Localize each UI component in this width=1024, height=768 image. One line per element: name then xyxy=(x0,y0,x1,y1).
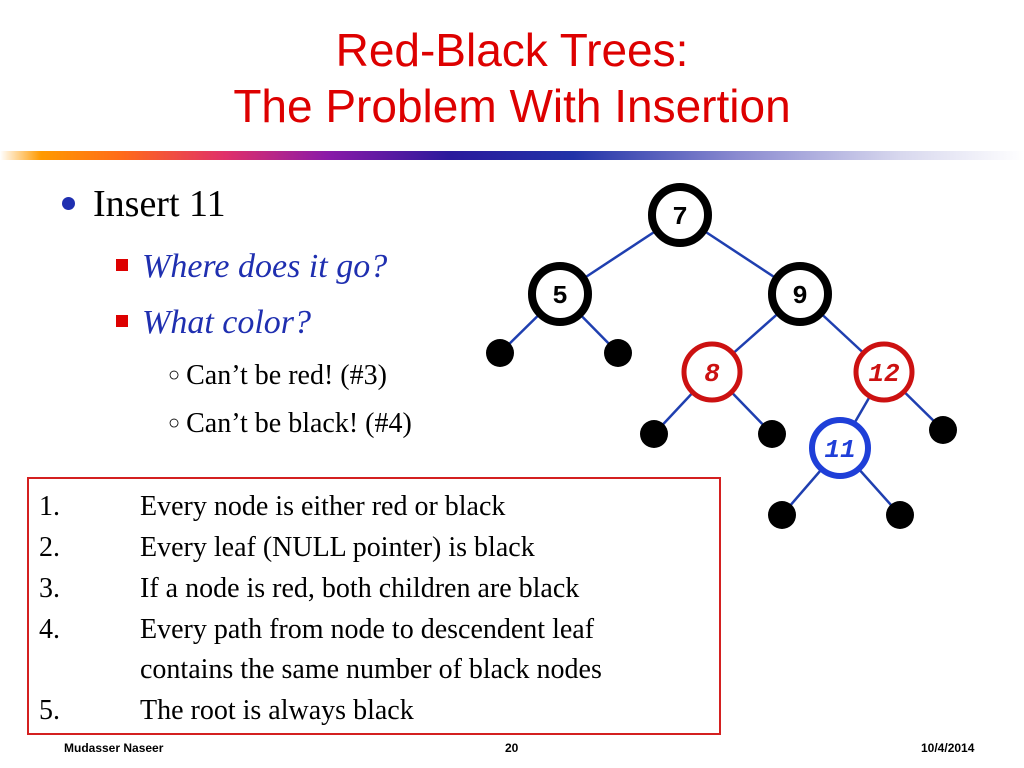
rule-3-number: 3. xyxy=(39,573,60,604)
rule-2-number: 2. xyxy=(39,532,60,563)
bullet-dot-icon xyxy=(62,196,75,210)
square-bullet-icon xyxy=(116,259,128,271)
slide-title: Red-Black Trees: The Problem With Insert… xyxy=(0,22,1024,134)
rule-1-number: 1. xyxy=(39,491,60,522)
rule-4-number: 4. xyxy=(39,614,60,645)
rule-3-text: If a node is red, both children are blac… xyxy=(140,573,580,604)
title-line-1: Red-Black Trees: xyxy=(335,24,689,76)
bullet-insert-text: Insert 11 xyxy=(93,183,226,225)
title-line-2: The Problem With Insertion xyxy=(233,80,791,132)
node-5: 5 xyxy=(528,262,592,326)
footer-date: 10/4/2014 xyxy=(921,741,975,755)
null-leaf xyxy=(886,501,914,529)
rule-5-number: 5. xyxy=(39,695,60,726)
subsubbullet-not-red: ○Can’t be red! (#3) xyxy=(168,360,387,392)
subbullet-where-text: Where does it go? xyxy=(142,248,388,285)
node-7: 7 xyxy=(648,183,712,247)
subbullet-color-text: What color? xyxy=(142,304,312,341)
null-leaf xyxy=(768,501,796,529)
node-11-label: 11 xyxy=(824,435,855,465)
footer-page-number: 20 xyxy=(505,741,519,755)
bullet-insert: Insert 11 xyxy=(62,182,226,226)
null-leaves xyxy=(486,339,957,529)
null-leaf xyxy=(929,416,957,444)
node-5-label: 5 xyxy=(552,281,568,311)
rule-4-text-line-2: contains the same number of black nodes xyxy=(140,654,602,685)
footer-author: Mudasser Naseer xyxy=(64,741,164,755)
node-11: 11 xyxy=(809,417,871,479)
node-7-label: 7 xyxy=(672,202,688,232)
node-12: 12 xyxy=(853,341,915,403)
node-8: 8 xyxy=(681,341,743,403)
red-black-rules-box: 1. Every node is either red or black 2. … xyxy=(27,477,721,735)
rule-4-text: Every path from node to descendent leaf xyxy=(140,614,595,645)
node-8-label: 8 xyxy=(704,359,720,389)
subbullet-color: What color? xyxy=(116,304,311,342)
subsubbullet-not-red-text: Can’t be red! (#3) xyxy=(186,360,387,391)
null-leaf xyxy=(640,420,668,448)
rule-2-text: Every leaf (NULL pointer) is black xyxy=(140,532,535,563)
subbullet-where: Where does it go? xyxy=(116,248,387,286)
node-12-label: 12 xyxy=(868,359,900,389)
rule-1-text: Every node is either red or black xyxy=(140,491,506,522)
node-9-label: 9 xyxy=(792,281,808,311)
title-gradient-rule xyxy=(0,151,1024,160)
square-bullet-icon xyxy=(116,315,128,327)
subsubbullet-not-black: ○Can’t be black! (#4) xyxy=(168,408,412,440)
rule-5-text: The root is always black xyxy=(140,695,414,726)
subsubbullet-not-black-text: Can’t be black! (#4) xyxy=(186,408,412,439)
null-leaf xyxy=(486,339,514,367)
node-9: 9 xyxy=(768,262,832,326)
null-leaf xyxy=(604,339,632,367)
circle-bullet-icon: ○ xyxy=(168,412,181,434)
circle-bullet-icon: ○ xyxy=(168,364,181,386)
null-leaf xyxy=(758,420,786,448)
